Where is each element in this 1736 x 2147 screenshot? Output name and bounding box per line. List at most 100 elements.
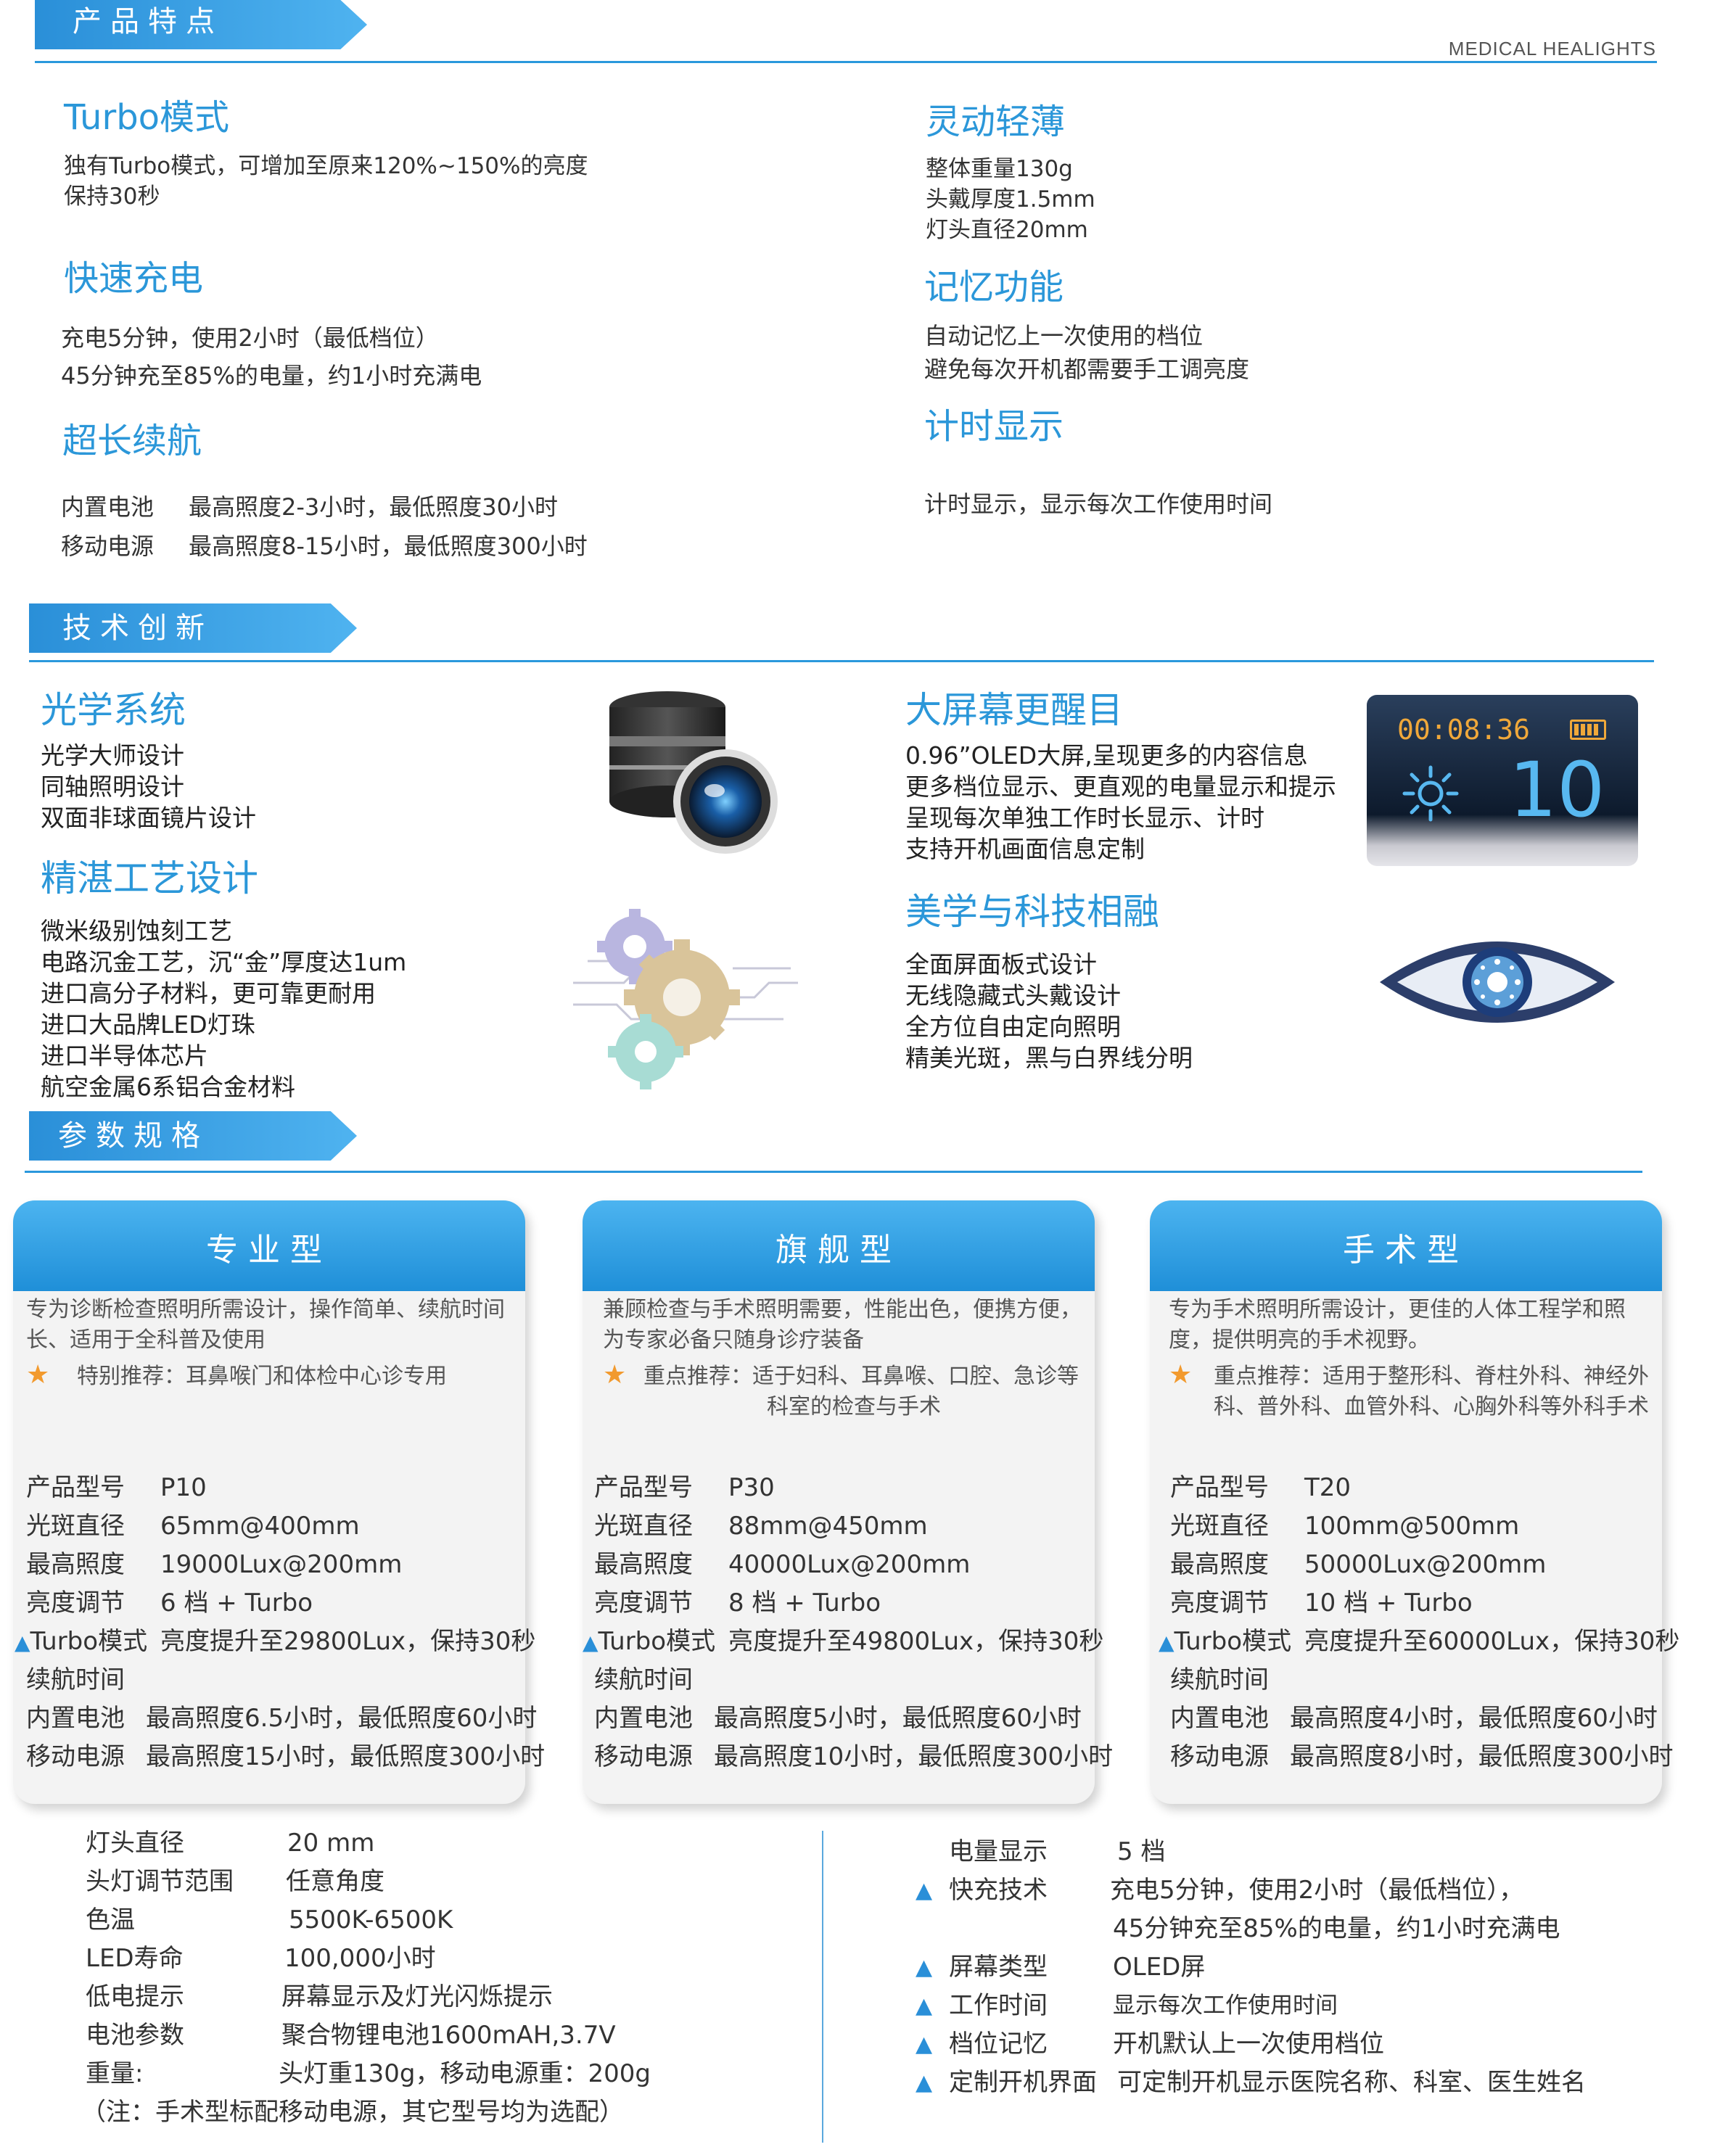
common-spec-value: 100,000小时: [284, 1944, 436, 1973]
triangle-icon: ▲: [916, 1878, 933, 1903]
section-banner-features: 产品特点: [35, 0, 367, 49]
oled-level: 10: [1509, 746, 1605, 834]
brand-label: MEDICAL HEALIGHTS: [1448, 38, 1656, 59]
triangle-icon: ▲: [916, 1955, 933, 1980]
feature-title-timer: 计时显示: [924, 406, 1064, 447]
spec-row-life: 续航时间: [594, 1665, 693, 1694]
tech-text-craft: 微米级别蚀刻工艺 电路沉金工艺，沉“金”厚度达1um 进口高分子材料，更可靠更耐…: [41, 917, 407, 1101]
common-spec-key: 头灯调节范围: [86, 1867, 234, 1896]
common-spec-value: 20 mm: [287, 1829, 375, 1858]
card-description: 专为诊断检查照明所需设计，操作简单、续航时间长、适用于全科普及使用: [26, 1297, 505, 1353]
spec-row-turbo: ▲Turbo模式亮度提升至49800Lux，保持30秒: [583, 1627, 1104, 1656]
triangle-icon: ▲: [916, 1993, 933, 2019]
card-title: 旗舰型: [776, 1232, 902, 1269]
feature-text-timer: 计时显示，显示每次工作使用时间: [924, 490, 1273, 518]
common-spec-value: 可定制开机显示医院名称、科室、医生姓名: [1117, 2068, 1586, 2097]
eye-logo-image: [1380, 941, 1615, 1023]
card-title: 手术型: [1343, 1232, 1469, 1269]
common-spec-value: 5500K-6500K: [289, 1905, 453, 1934]
tech-title-optics: 光学系统: [41, 689, 186, 731]
common-spec-key: LED寿命: [86, 1944, 184, 1973]
feature-text-turbo: 独有Turbo模式，可增加至原来120%~150%的亮度 保持30秒: [64, 153, 588, 210]
divider-line: [25, 1171, 1642, 1173]
spec-row-life: 续航时间: [26, 1665, 125, 1694]
common-spec-value: 开机默认上一次使用档位: [1113, 2029, 1384, 2059]
card-recommendation: ★重点推荐：适于妇科、耳鼻喉、口腔、急诊等 科室的检查与手术: [603, 1360, 1079, 1419]
triangle-icon: ▲: [916, 2032, 933, 2057]
card-header: 专业型: [13, 1200, 525, 1291]
star-icon: ★: [1169, 1360, 1193, 1390]
feature-text-light: 整体重量130g 头戴厚度1.5mm 灯头直径20mm: [926, 156, 1095, 243]
spec-row-turbo: ▲Turbo模式亮度提升至29800Lux，保持30秒: [15, 1627, 536, 1656]
spec-row-battery: 内置电池最高照度6.5小时，最低照度60小时: [26, 1704, 538, 1733]
product-card-flagship: 旗舰型 兼顾检查与手术照明需要，性能出色，便携方便，为专家必备只随身诊疗装备 ★…: [583, 1200, 1114, 1804]
common-spec-key: 屏幕类型: [949, 1953, 1048, 1982]
tech-title-craft: 精湛工艺设计: [41, 857, 258, 899]
camera-lens-image: [609, 691, 778, 854]
common-spec-value: 45分钟充至85%的电量，约1小时充满电: [1113, 1914, 1560, 1943]
tech-title-screen: 大屏幕更醒目: [905, 689, 1123, 731]
section-title-tech: 技术创新: [62, 611, 213, 645]
card-description: 专为手术照明所需设计，更佳的人体工程学和照度，提供明亮的手术视野。: [1169, 1297, 1626, 1353]
battery-icon: [1570, 720, 1606, 740]
feature-title-turbo: Turbo模式: [64, 97, 230, 138]
oled-time: 00:08:36: [1397, 714, 1531, 746]
common-spec-key: 电量显示: [949, 1837, 1048, 1866]
feature-title-charge: 快速充电: [64, 258, 204, 299]
tech-text-screen: 0.96”OLED大屏,呈现更多的内容信息 更多档位显示、更直观的电量显示和提示…: [905, 741, 1336, 863]
common-spec-value: OLED屏: [1113, 1953, 1206, 1982]
common-spec-key: 电池参数: [86, 2021, 184, 2050]
spec-row-powerbank: 移动电源最高照度15小时，最低照度300小时: [26, 1742, 546, 1771]
tech-text-optics: 光学大师设计 同轴照明设计 双面非球面镜片设计: [41, 741, 256, 832]
footnote: （注：手术型标配移动电源，其它型号均为选配）: [81, 2098, 624, 2127]
oled-screen-image: 00:08:36 10: [1367, 695, 1638, 866]
spec-row-powerbank: 移动电源最高照度8小时，最低照度300小时: [1170, 1742, 1674, 1771]
common-spec-value: 聚合物锂电池1600mAH,3.7V: [281, 2021, 616, 2050]
card-header: 手术型: [1150, 1200, 1662, 1291]
product-card-surgical: 手术型 专为手术照明所需设计，更佳的人体工程学和照度，提供明亮的手术视野。 ★重…: [1150, 1200, 1679, 1804]
product-card-pro: 专业型 专为诊断检查照明所需设计，操作简单、续航时间长、适用于全科普及使用 ★特…: [13, 1200, 546, 1804]
feature-text-endurance: 内置电池最高照度2-3小时，最低照度30小时 移动电源最高照度8-15小时，最低…: [61, 493, 588, 560]
feature-title-light: 灵动轻薄: [926, 102, 1066, 142]
divider-line: [35, 61, 1657, 63]
spec-row-turbo: ▲Turbo模式亮度提升至60000Lux，保持30秒: [1159, 1627, 1680, 1656]
card-recommendation: ★重点推荐：适用于整形科、脊柱外科、神经外 科、普外科、血管外科、心胸外科等外科…: [1169, 1360, 1649, 1419]
card-header: 旗舰型: [583, 1200, 1095, 1291]
star-icon: ★: [603, 1360, 627, 1390]
common-spec-key: 色温: [86, 1905, 135, 1934]
common-spec-value: 显示每次工作使用时间: [1113, 1993, 1338, 2019]
common-spec-value: 头灯重130g，移动电源重：200g: [279, 2059, 651, 2088]
section-banner-tech: 技术创新: [29, 603, 357, 653]
feature-text-charge: 充电5分钟，使用2小时（最低档位） 45分钟充至85%的电量，约1小时充满电: [61, 324, 482, 390]
common-spec-value: 任意角度: [286, 1867, 384, 1896]
common-spec-key: 重量:: [86, 2059, 144, 2088]
section-title-features: 产品特点: [73, 5, 223, 38]
common-spec-key: 档位记忆: [949, 2029, 1048, 2059]
star-icon: ★: [26, 1360, 50, 1390]
common-spec-key: 定制开机界面: [949, 2068, 1097, 2097]
feature-text-memory: 自动记忆上一次使用的档位 避免每次开机都需要手工调亮度: [924, 322, 1250, 383]
triangle-icon: ▲: [583, 1631, 598, 1654]
common-spec-value: 屏幕显示及灯光闪烁提示: [281, 1982, 553, 2011]
common-spec-value: 充电5分钟，使用2小时（最低档位），: [1110, 1876, 1524, 1905]
card-description: 兼顾检查与手术照明需要，性能出色，便携方便，为专家必备只随身诊疗装备: [603, 1297, 1082, 1353]
common-spec-key: 工作时间: [949, 1991, 1048, 2020]
sun-icon: [1402, 765, 1460, 823]
spec-row-powerbank: 移动电源最高照度10小时，最低照度300小时: [594, 1742, 1114, 1771]
triangle-icon: ▲: [1159, 1631, 1175, 1654]
spec-row-battery: 内置电池最高照度4小时，最低照度60小时: [1170, 1704, 1658, 1733]
common-spec-key: 快充技术: [949, 1876, 1048, 1905]
section-banner-specs: 参数规格: [29, 1111, 357, 1161]
feature-title-memory: 记忆功能: [924, 267, 1064, 308]
